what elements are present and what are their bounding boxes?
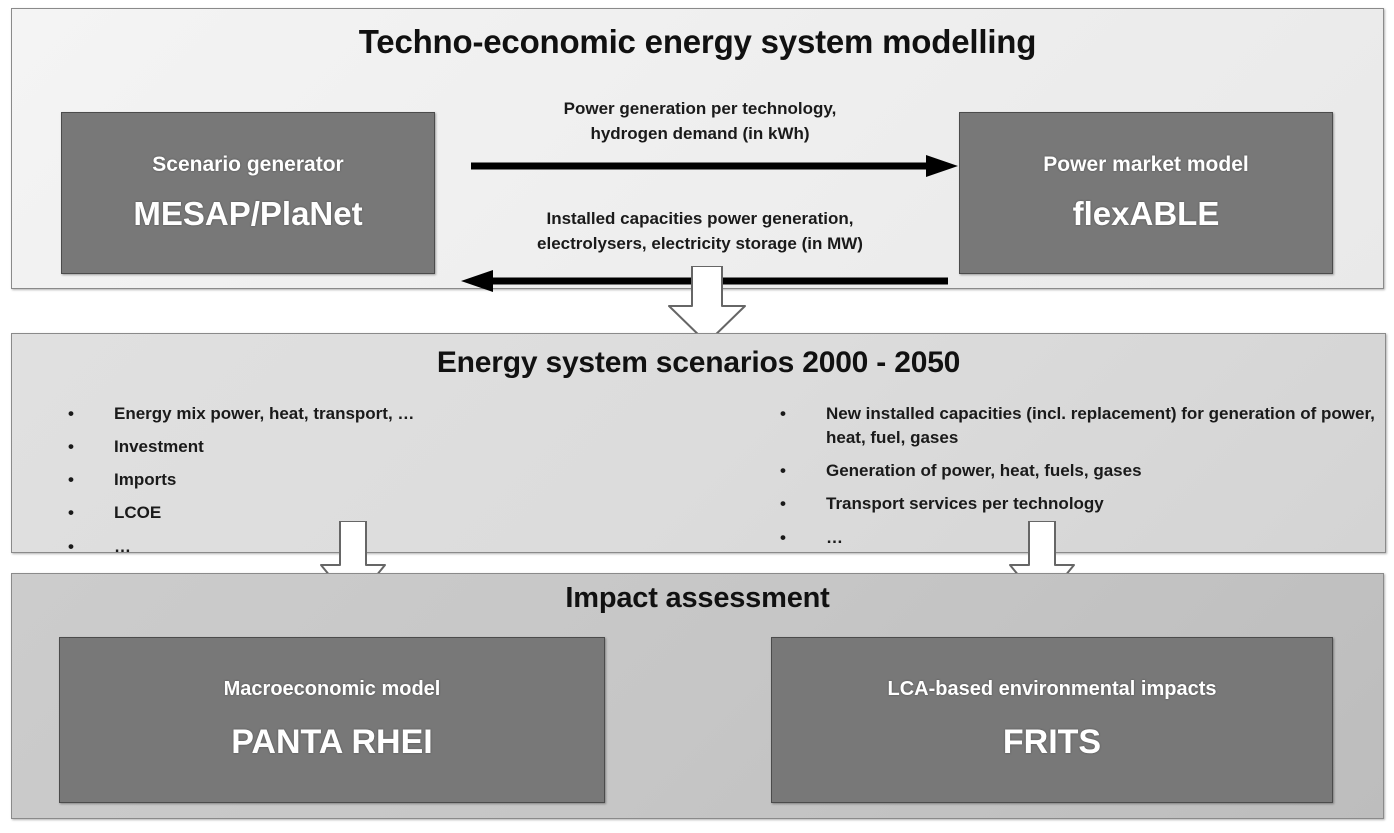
list-item: • … xyxy=(68,535,668,559)
exchange-label-forward: Power generation per technology, hydroge… xyxy=(563,99,837,143)
bullet-icon: • xyxy=(68,536,74,556)
list-item: • Energy mix power, heat, transport, … xyxy=(68,402,668,426)
model-role-lca-environmental-impacts: LCA-based environmental impacts xyxy=(887,678,1217,700)
model-role-power-market-model: Power market model xyxy=(1043,153,1249,176)
model-box-panta-rhei[interactable]: Macroeconomic model PANTA RHEI xyxy=(59,637,605,803)
bullet-icon: • xyxy=(780,494,786,514)
list-item: • Imports xyxy=(68,468,668,492)
panel-title-impact-assessment: Impact assessment xyxy=(565,582,830,614)
model-name-flexable: flexABLE xyxy=(1072,195,1220,232)
list-item-label: Energy mix power, heat, transport, … xyxy=(114,404,415,423)
block-arrow-down-icon-top-to-scenarios xyxy=(668,266,746,344)
model-name-panta-rhei: PANTA RHEI xyxy=(231,723,433,761)
list-item-label: LCOE xyxy=(114,503,162,523)
bullet-icon: • xyxy=(68,437,74,457)
panel-energy-system-scenarios: Energy system scenarios 2000 - 2050 • En… xyxy=(11,333,1386,556)
list-item-label: Investment xyxy=(114,437,204,457)
bullet-icon: • xyxy=(68,503,74,523)
bullet-icon: • xyxy=(780,404,786,423)
scenario-outputs-right-list: • New installed capacities (incl. replac… xyxy=(780,402,1380,559)
arrow-right-icon xyxy=(471,155,958,177)
bullet-icon: • xyxy=(780,527,786,547)
list-item-label: New installed capacities (incl. replacem… xyxy=(826,404,1375,448)
list-item-label: Generation of power, heat, fuels, gases xyxy=(826,461,1142,481)
panel-title-techno-economic: Techno-economic energy system modelling xyxy=(358,23,1037,60)
bullet-icon: • xyxy=(68,470,74,490)
list-item: • Investment xyxy=(68,435,668,459)
model-role-macroeconomic-model: Macroeconomic model xyxy=(223,678,441,700)
list-item: • LCOE xyxy=(68,501,668,525)
list-item-label: … xyxy=(114,536,131,556)
list-item: • … xyxy=(780,526,1380,550)
model-box-flexable[interactable]: Power market model flexABLE xyxy=(959,112,1333,274)
model-name-frits: FRITS xyxy=(1002,723,1102,761)
panel-title-energy-system-scenarios: Energy system scenarios 2000 - 2050 xyxy=(436,346,961,379)
list-item: • Generation of power, heat, fuels, gase… xyxy=(780,459,1380,483)
panel-techno-economic-modelling: Techno-economic energy system modelling … xyxy=(11,8,1384,292)
scenario-outputs-left-list: • Energy mix power, heat, transport, … •… xyxy=(68,402,668,568)
model-name-mesap-planet: MESAP/PlaNet xyxy=(133,195,363,232)
bullet-icon: • xyxy=(68,404,74,423)
bullet-icon: • xyxy=(780,461,786,481)
list-item: • New installed capacities (incl. replac… xyxy=(780,402,1380,450)
model-role-scenario-generator: Scenario generator xyxy=(152,153,344,176)
list-item-label: … xyxy=(826,527,843,547)
list-item-label: Transport services per technology xyxy=(826,494,1104,514)
list-item: • Transport services per technology xyxy=(780,492,1380,516)
exchange-label-backward: Installed capacities power generation, e… xyxy=(537,209,863,253)
model-box-mesap-planet[interactable]: Scenario generator MESAP/PlaNet xyxy=(61,112,435,274)
panel-impact-assessment: Impact assessment Macroeconomic model PA… xyxy=(11,573,1384,819)
model-box-frits[interactable]: LCA-based environmental impacts FRITS xyxy=(771,637,1333,803)
list-item-label: Imports xyxy=(114,470,177,490)
